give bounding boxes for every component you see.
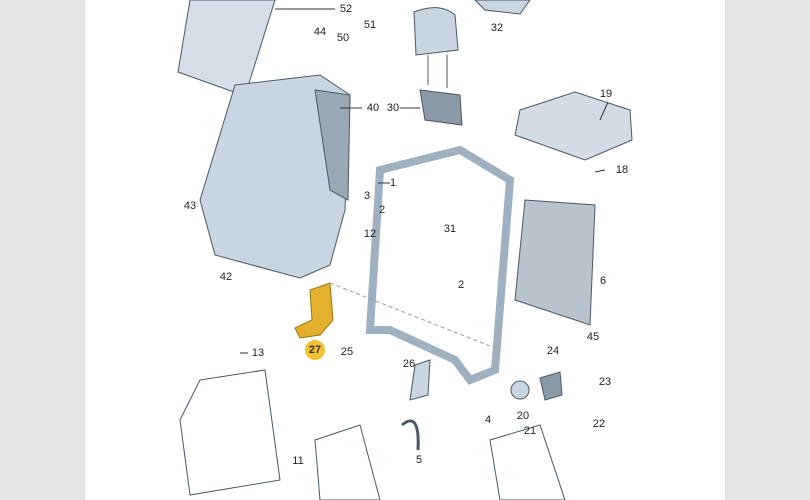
part-frame bbox=[365, 145, 515, 385]
label-44: 44 bbox=[313, 26, 327, 38]
label-2-upper: 2 bbox=[378, 204, 386, 216]
part-backpanel-6 bbox=[514, 199, 596, 326]
label-24: 24 bbox=[546, 345, 560, 357]
label-20: 20 bbox=[516, 410, 530, 422]
label-12: 12 bbox=[363, 228, 377, 240]
label-45: 45 bbox=[586, 331, 600, 343]
label-18: 18 bbox=[615, 164, 629, 176]
part-24 bbox=[539, 371, 563, 401]
label-27-highlighted[interactable]: 27 bbox=[305, 340, 325, 360]
label-50: 50 bbox=[336, 32, 350, 44]
right-margin bbox=[725, 0, 810, 500]
label-19: 19 bbox=[599, 88, 613, 100]
label-4: 4 bbox=[484, 414, 492, 426]
label-32: 32 bbox=[490, 22, 504, 34]
part-cover-19 bbox=[514, 91, 633, 161]
label-31: 31 bbox=[443, 223, 457, 235]
part-26 bbox=[409, 359, 431, 401]
part-mat-right bbox=[489, 424, 566, 500]
label-5: 5 bbox=[415, 454, 423, 466]
label-1: 1 bbox=[389, 177, 397, 189]
part-32 bbox=[474, 0, 531, 15]
label-11: 11 bbox=[292, 455, 304, 467]
part-foam-pad bbox=[314, 89, 351, 201]
label-42: 42 bbox=[219, 271, 233, 283]
label-43: 43 bbox=[183, 200, 197, 212]
part-guide bbox=[419, 89, 463, 126]
label-30: 30 bbox=[386, 102, 400, 114]
label-40: 40 bbox=[366, 102, 380, 114]
label-3: 3 bbox=[363, 190, 371, 202]
label-23: 23 bbox=[598, 376, 612, 388]
label-51: 51 bbox=[363, 19, 377, 31]
label-6: 6 bbox=[599, 275, 607, 287]
left-margin bbox=[0, 0, 85, 500]
label-13: 13 bbox=[251, 347, 265, 359]
part-mat-11 bbox=[314, 424, 381, 500]
part-27 bbox=[294, 282, 334, 339]
part-lumbar bbox=[179, 369, 281, 496]
part-5 bbox=[401, 419, 420, 451]
part-headrest bbox=[413, 7, 459, 56]
label-52: 52 bbox=[339, 3, 353, 15]
label-22: 22 bbox=[592, 418, 606, 430]
part-20 bbox=[510, 380, 530, 400]
label-21: 21 bbox=[523, 425, 537, 437]
label-25: 25 bbox=[340, 346, 354, 358]
label-26: 26 bbox=[402, 358, 416, 370]
label-2-lower: 2 bbox=[457, 279, 465, 291]
part-backrest-cover bbox=[199, 74, 351, 279]
